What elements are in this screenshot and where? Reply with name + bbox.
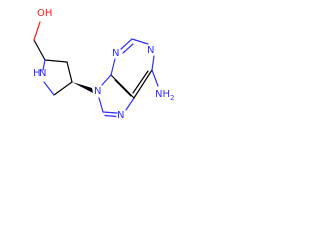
bond-n9-c4a (101, 74, 112, 86)
bond-n1-c2 (42, 59, 46, 71)
bond-c8-n7 (102, 111, 118, 114)
bond-c8-n7-double (104, 114, 117, 118)
bond-c3-c4 (66, 61, 73, 83)
bond-n7-c5 (125, 97, 135, 111)
bond-c6-c5-double (132, 70, 149, 94)
bond-n1-c6 (151, 55, 155, 71)
bond-c4a-c5-double (114, 79, 132, 97)
bond-n3-c2-double (122, 43, 134, 54)
atom-pyrrolidine-h-label: H (33, 68, 41, 79)
bond-c2-n1 (131, 38, 149, 45)
atom-n3-label: N (112, 48, 119, 59)
atom-n1-label: N (147, 45, 154, 56)
atom-hydroxyl-label: OH (37, 8, 52, 19)
bond-n9-c8 (98, 97, 104, 113)
bond-c5-n1 (43, 81, 55, 96)
bond-n3-c2 (120, 38, 133, 50)
atom-n9-label: N (94, 86, 101, 97)
bond-c4a-c5 (110, 74, 135, 99)
bond-c4-n9-wedge (72, 82, 93, 93)
atom-pyrrolidine-n-label: N (39, 68, 46, 79)
bond-c4a-n3 (110, 58, 116, 76)
bond-c6-c5 (133, 69, 153, 99)
bond-ch2-oh (33, 21, 41, 41)
chemical-structure: OH N H N N N N NH2 (33, 8, 174, 121)
atom-amino-label: NH2 (155, 89, 174, 102)
bond-c4-c5 (53, 81, 73, 96)
bond-c2-c3 (44, 59, 68, 63)
atom-n7-label: N (117, 110, 124, 121)
bond-c6-nh2 (151, 69, 159, 87)
bond-ch2-c2 (33, 39, 46, 61)
atom-amino-subscript: 2 (170, 94, 174, 102)
